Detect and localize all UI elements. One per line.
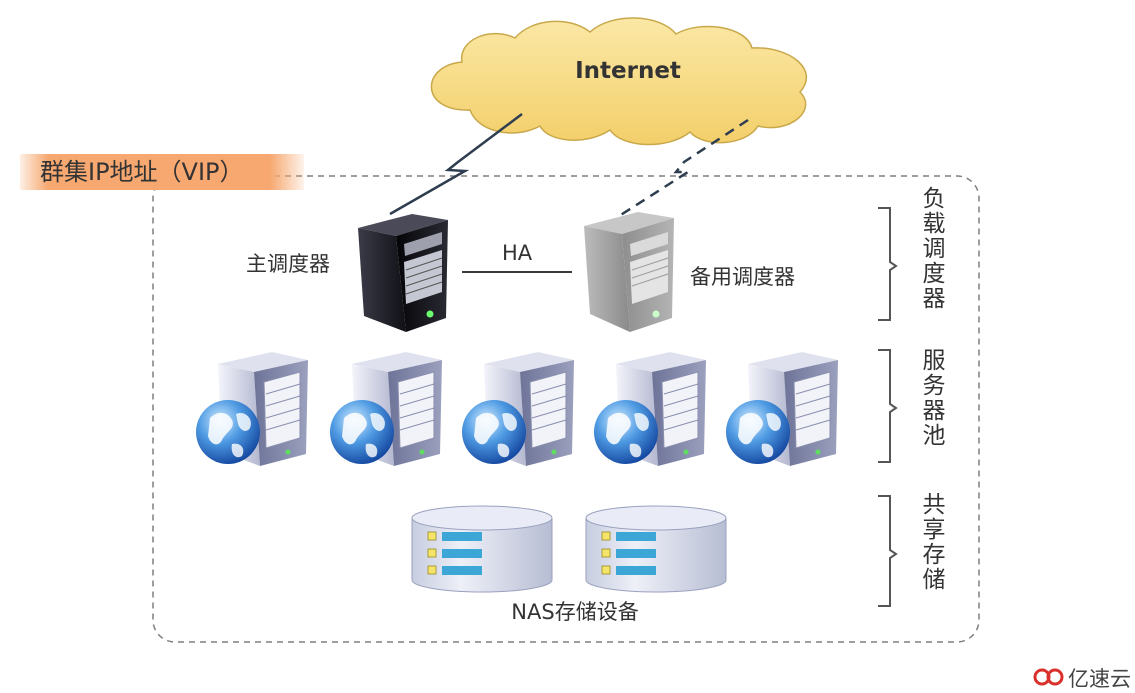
backup-dispatcher-icon [584,212,674,332]
ha-label: HA [502,241,533,265]
internet-label: Internet [575,58,681,84]
yisu-cloud-logo-icon [1033,668,1064,686]
cluster-boundary [152,175,980,643]
shared-storage-bracket [878,495,898,607]
backup-dispatcher-label: 备用调度器 [690,265,795,289]
primary-internet-link [389,113,523,216]
nas-database-icon [585,505,727,593]
server-pool-bracket [878,349,898,463]
web-server-icon [330,352,442,466]
watermark-text: 亿速云 [1068,667,1131,691]
web-server-icon [594,352,706,466]
web-server-icon [726,352,838,466]
load-balancer-section-label: 负载调度器 [918,186,944,311]
primary-dispatcher-icon [358,214,448,332]
nas-storage-label: NAS存储设备 [511,600,639,624]
backup-internet-link [615,118,749,220]
internet-cloud [430,17,807,146]
web-server-icon [462,352,574,466]
server-pool-section-label: 服务器池 [918,348,944,448]
web-server-icon [196,352,308,466]
shared-storage-section-label: 共享存储 [918,492,944,592]
vip-label: 群集IP地址（VIP） [20,154,304,190]
primary-dispatcher-label: 主调度器 [246,252,330,276]
nas-database-icon [411,505,553,593]
load-balancer-bracket [878,207,898,321]
